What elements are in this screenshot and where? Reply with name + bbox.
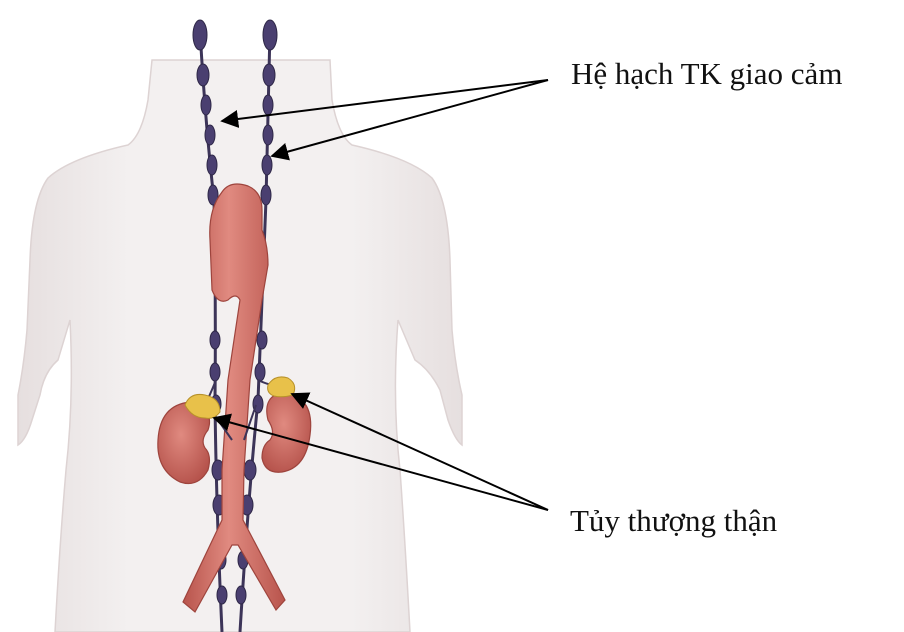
label-adrenal-medulla: Tủy thượng thận — [570, 505, 777, 536]
label-sympathetic-ganglia: Hệ hạch TK giao cảm — [571, 58, 842, 89]
